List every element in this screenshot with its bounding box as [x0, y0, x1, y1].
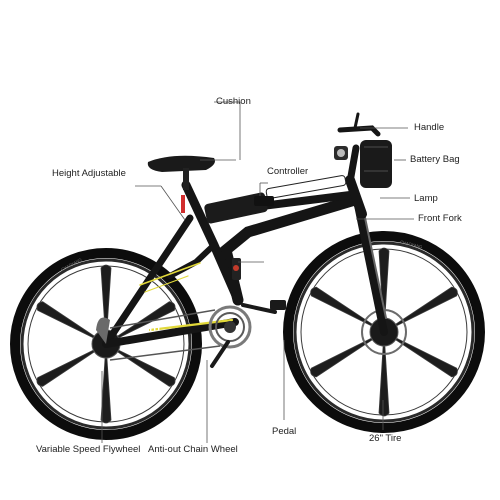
label-lamp: Lamp — [414, 193, 438, 204]
frame-stripes — [150, 325, 160, 331]
label-cushion: Cushion — [216, 96, 251, 107]
label-pedal: Pedal — [272, 426, 297, 437]
pedal-shape — [270, 300, 286, 310]
label-battery-bag: Battery Bag — [410, 154, 460, 165]
rear-cassette — [96, 317, 110, 344]
leader-lines — [101, 101, 414, 443]
chain — [109, 345, 221, 361]
label-anti-out-chain-wheel: Anti-out Chain Wheel — [148, 444, 238, 455]
seat-clamp-lever — [181, 195, 185, 213]
label-variable-speed-flywheel: Variable Speed Flywheel — [36, 444, 141, 455]
pedal-crank — [241, 303, 277, 314]
label-tire: 26" Tire — [369, 433, 402, 444]
headlamp — [334, 146, 348, 160]
label-controller: Controller — [267, 166, 309, 177]
controller-box — [254, 196, 274, 206]
seat — [147, 155, 215, 213]
label-handle: Handle — [414, 122, 445, 133]
front-wheel: CHAOYANG — [283, 231, 485, 433]
label-height-adjustable: Height Adjustable — [52, 168, 126, 179]
frame-battery — [204, 175, 347, 224]
rear-shock — [232, 258, 241, 280]
drivetrain — [96, 300, 286, 368]
front-tire-brand: CHAOYANG — [400, 239, 423, 249]
battery-bag — [360, 140, 392, 188]
frame-accents — [139, 262, 234, 332]
label-front-fork: Front Fork — [418, 213, 462, 224]
